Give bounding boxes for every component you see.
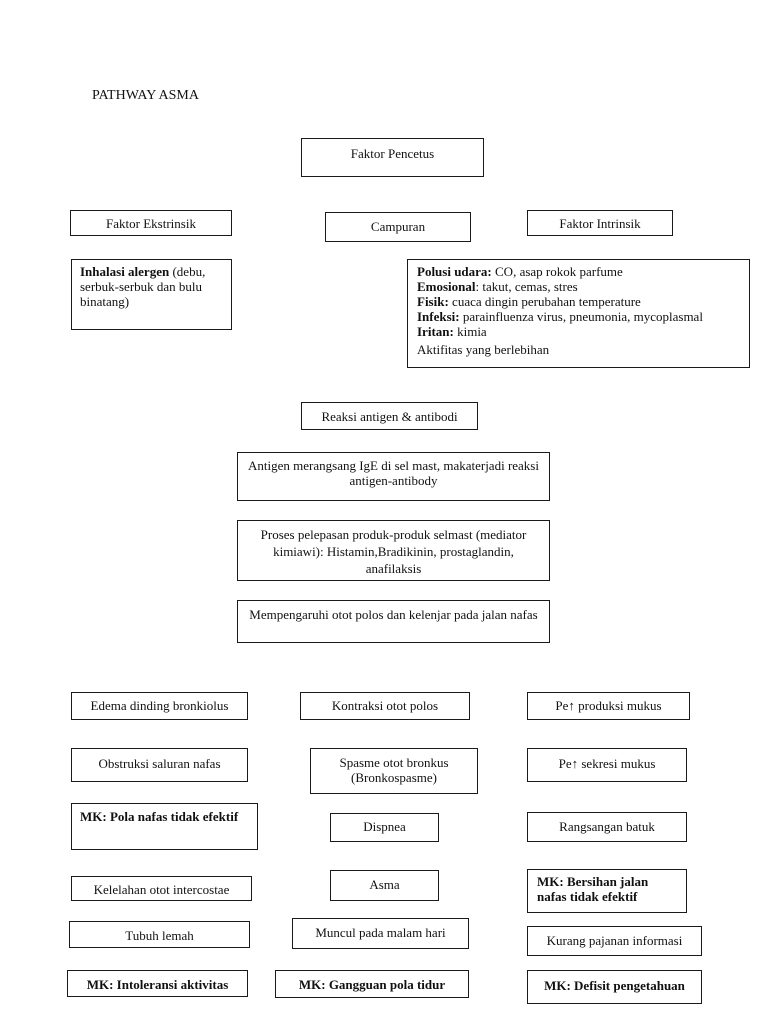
antigen-ige-box: Antigen merangsang IgE di sel mast, maka…	[237, 452, 550, 501]
intrinsik-item: Emosional: takut, cemas, stres	[417, 279, 740, 294]
spasme-box: Spasme otot bronkus (Bronkospasme)	[310, 748, 478, 794]
intrinsik-item-text: : takut, cemas, stres	[475, 279, 578, 294]
asma-box: Asma	[330, 870, 439, 901]
mempengaruhi-box: Mempengaruhi otot polos dan kelenjar pad…	[237, 600, 550, 643]
intrinsik-item-text: parainfluenza virus, pneumonia, mycoplas…	[459, 309, 703, 324]
intrinsik-item-text: CO, asap rokok parfume	[491, 264, 623, 279]
intrinsik-item-label: Iritan:	[417, 324, 454, 339]
faktor-pencetus-box: Faktor Pencetus	[301, 138, 484, 177]
inhalasi-alergen-label: Inhalasi alergen	[80, 264, 170, 279]
dispnea-box: Dispnea	[330, 813, 439, 842]
intrinsik-item: Polusi udara: CO, asap rokok parfume	[417, 264, 740, 279]
intrinsik-item-label: Fisik:	[417, 294, 449, 309]
intrinsik-item-label: Emosional	[417, 279, 476, 294]
rangsangan-batuk-box: Rangsangan batuk	[527, 812, 687, 842]
kurang-pajanan-box: Kurang pajanan informasi	[527, 926, 702, 956]
intrinsik-detail-box: Polusi udara: CO, asap rokok parfume Emo…	[407, 259, 750, 368]
mk-gangguan-box: MK: Gangguan pola tidur	[275, 970, 469, 998]
intrinsik-item: Infeksi: parainfluenza virus, pneumonia,…	[417, 309, 740, 324]
reaksi-antigen-box: Reaksi antigen & antibodi	[301, 402, 478, 430]
mk-pola-nafas-box: MK: Pola nafas tidak efektif	[71, 803, 258, 850]
intrinsik-item-text: kimia	[453, 324, 487, 339]
ekstrinsik-detail-box: Inhalasi alergen (debu, serbuk-serbuk da…	[71, 259, 232, 330]
inhalasi-alergen-text: (debu, serbuk-serbuk dan bulu binatang)	[80, 264, 206, 309]
intrinsik-item-label: Infeksi:	[417, 309, 460, 324]
sekresi-mukus-box: Pe↑ sekresi mukus	[527, 748, 687, 782]
kelelahan-box: Kelelahan otot intercostae	[71, 876, 252, 901]
intrinsik-item-text: Aktifitas yang berlebihan	[417, 342, 550, 357]
mk-bersihan-box: MK: Bersihan jalan nafas tidak efektif	[527, 869, 687, 913]
muncul-malam-box: Muncul pada malam hari	[292, 918, 469, 949]
faktor-intrinsik-box: Faktor Intrinsik	[527, 210, 673, 236]
edema-box: Edema dinding bronkiolus	[71, 692, 248, 720]
page-title: PATHWAY ASMA	[92, 88, 199, 103]
proses-pelepasan-box: Proses pelepasan produk-produk selmast (…	[237, 520, 550, 581]
mk-intoleransi-box: MK: Intoleransi aktivitas	[67, 970, 248, 997]
intrinsik-item-label: Polusi udara:	[417, 264, 492, 279]
intrinsik-item-text: cuaca dingin perubahan temperature	[448, 294, 641, 309]
intrinsik-item: Aktifitas yang berlebihan	[417, 342, 740, 357]
tubuh-lemah-box: Tubuh lemah	[69, 921, 250, 948]
intrinsik-item: Fisik: cuaca dingin perubahan temperatur…	[417, 294, 740, 309]
kontraksi-box: Kontraksi otot polos	[300, 692, 470, 720]
faktor-ekstrinsik-box: Faktor Ekstrinsik	[70, 210, 232, 236]
mk-defisit-box: MK: Defisit pengetahuan	[527, 970, 702, 1004]
obstruksi-box: Obstruksi saluran nafas	[71, 748, 248, 782]
campuran-box: Campuran	[325, 212, 471, 242]
produksi-mukus-box: Pe↑ produksi mukus	[527, 692, 690, 720]
intrinsik-item: Iritan: kimia	[417, 324, 740, 339]
